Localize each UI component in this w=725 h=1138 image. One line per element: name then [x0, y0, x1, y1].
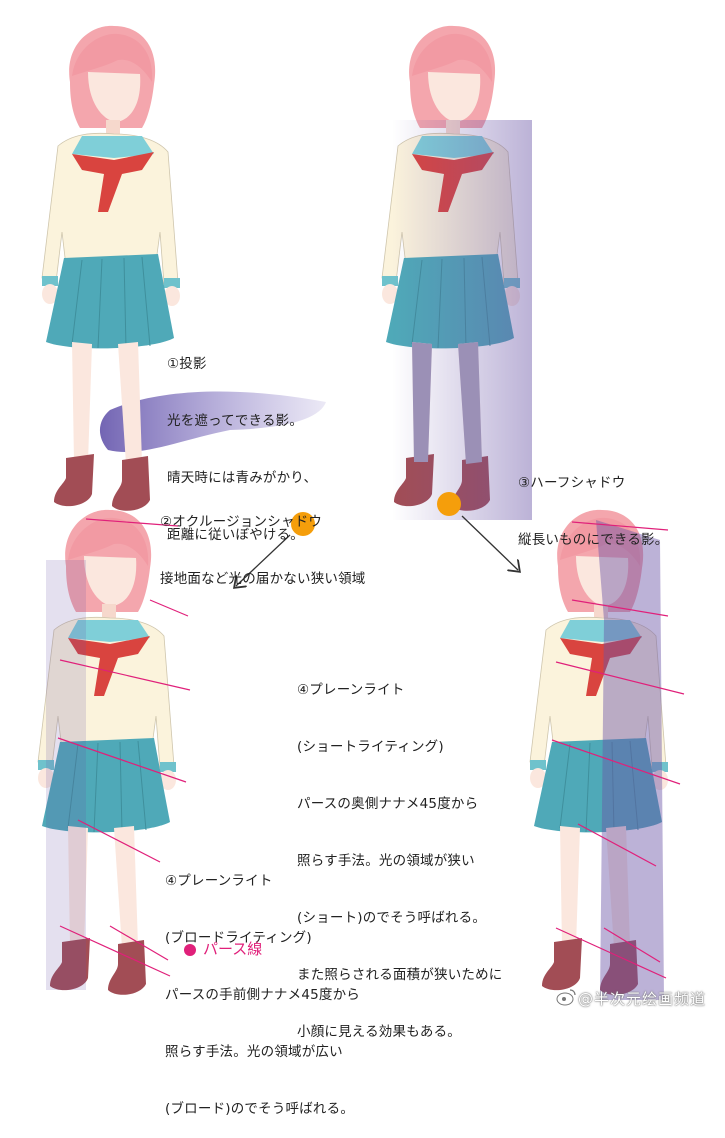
- watermark: @半次元绘画频道: [578, 990, 707, 1008]
- figure-cast-shadow: [41, 25, 326, 512]
- figure-short-lighting: [529, 509, 685, 1000]
- note-half-shadow: ③ハーフシャドウ 縦長いものにできる影。: [518, 475, 669, 548]
- perspective-lines-broad: [57, 518, 191, 977]
- note-cast-shadow: ①投影 光を遮ってできる影。 晴天時には青みがかり、 距離に従いぼやける。: [167, 356, 318, 543]
- note-broad-lighting: ④プレーンライト (ブロードライティング) パースの手前側ナナメ45度から 照ら…: [165, 873, 361, 1117]
- legend-dot: [184, 944, 196, 956]
- cast-shadow-shape: [99, 391, 326, 452]
- arrow-to-short: [461, 515, 518, 570]
- figure-half-shadow: [381, 25, 532, 520]
- lighting-diagram: [37, 25, 685, 1000]
- perspective-lines-short: [551, 521, 685, 979]
- weibo-icon: [556, 989, 576, 1006]
- note-short-lighting: ④プレーンライト (ショートライティング) パースの奥側ナナメ45度から 照らす…: [297, 682, 503, 1040]
- light-source-left: [291, 512, 315, 536]
- figure-broad-lighting: [37, 509, 191, 996]
- note-occlusion-shadow: ②オクルージョンシャドウ 接地面など光の届かない狭い領域: [160, 514, 366, 587]
- arrow-to-broad: [236, 534, 291, 586]
- light-source-right: [437, 492, 461, 516]
- legend-label: パース線: [203, 940, 263, 958]
